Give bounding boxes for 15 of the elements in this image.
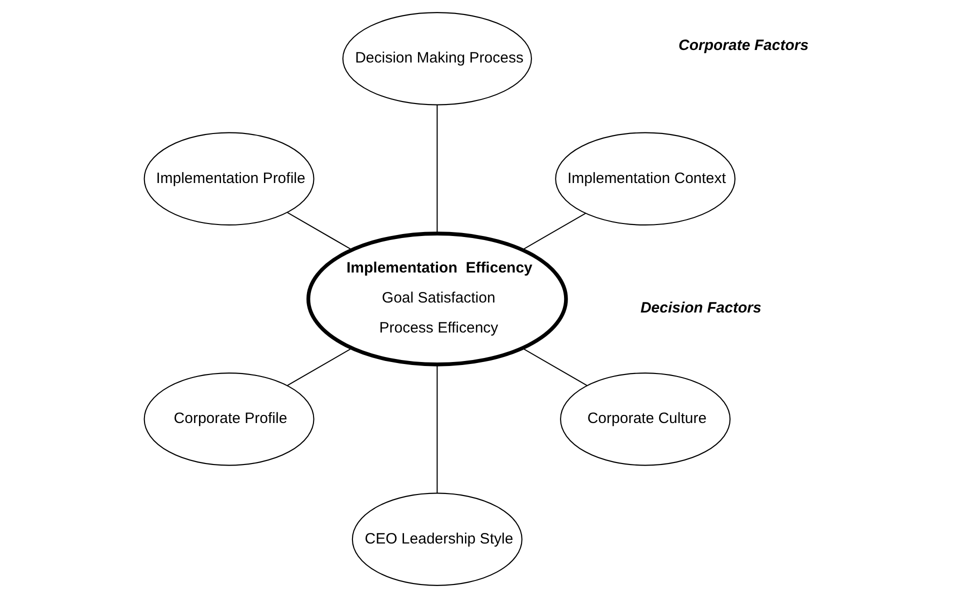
connector [522, 212, 586, 250]
label: Decision Factors [640, 300, 762, 317]
node-ellipse: Implementation Efficency Goal Satisfaction Process Efficency [306, 232, 568, 366]
connector [287, 348, 352, 386]
node-ellipse: Implementation Profile [144, 132, 314, 226]
node-ellipse: Corporate Profile [144, 372, 314, 466]
node-ellipse: Decision Making Process [342, 12, 532, 106]
node-ellipse: Implementation Context [555, 132, 736, 226]
connector [436, 364, 438, 494]
connector [522, 348, 588, 386]
node-ellipse: CEO Leadership Style [352, 492, 522, 586]
label: Corporate Factors [678, 36, 809, 54]
node-ellipse: Corporate Culture [560, 372, 731, 466]
connector [287, 212, 352, 250]
connector [436, 104, 438, 234]
